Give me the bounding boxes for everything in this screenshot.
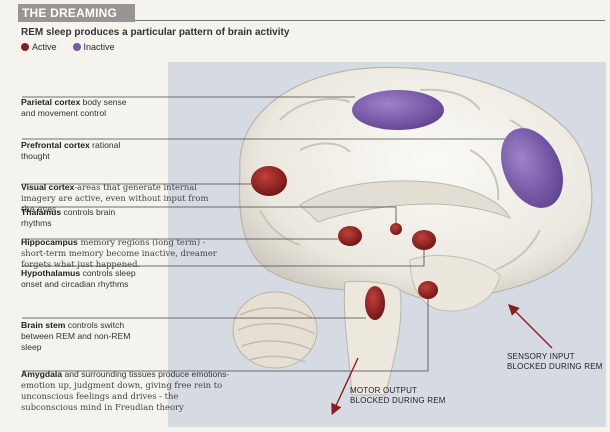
title-bar: THE DREAMING BRAIN: [18, 4, 135, 38]
motor-output-callout: MOTOR OUTPUT BLOCKED DURING REM: [350, 386, 446, 405]
prefrontal-cortex-region: [501, 128, 563, 208]
active-legend-swatch: [21, 43, 29, 51]
page-title: THE DREAMING BRAIN: [18, 6, 118, 38]
sensory-input-arrow: [508, 304, 553, 349]
active-legend-label: Active: [32, 42, 57, 52]
brainstem-desc: controls switch between REM and non-REM …: [21, 320, 131, 352]
visual-desc: -areas that generate internal imagery ar…: [21, 182, 209, 214]
hypothalamus-desc: controls sleep onset and circadian rhyth…: [21, 268, 136, 289]
legend: Active Inactive: [21, 42, 115, 52]
thalamus-desc: controls brain rhythms: [21, 207, 116, 228]
cerebellum-folia: [237, 307, 316, 363]
hippocampus-name: Hippocampus: [21, 237, 78, 247]
visual-name: Visual cortex: [21, 182, 75, 192]
visual-cortex-region: [251, 166, 287, 196]
parietal-cortex-region: [352, 90, 444, 130]
inactive-legend-label: Inactive: [83, 42, 115, 52]
label-parietal-cortex: Parietal cortex body sense and movement …: [21, 97, 141, 119]
motor-output-arrow: [331, 357, 359, 416]
sensory-input-callout: SENSORY INPUT BLOCKED DURING REM: [507, 352, 603, 371]
brainstem-name: Brain stem: [21, 320, 66, 330]
amygdala-desc: and surrounding tissues produce emotions: [62, 369, 227, 379]
leader-lines: [22, 96, 505, 372]
parietal-desc: body sense and movement control: [21, 97, 127, 118]
parietal-name: Parietal cortex: [21, 97, 81, 107]
hypothalamus-name: Hypothalamus: [21, 268, 81, 278]
amygdala-name: Amygdala: [21, 369, 63, 379]
subtitle: REM sleep produces a particular pattern …: [21, 27, 290, 38]
label-thalamus: Thalamus controls brain rhythms: [21, 207, 131, 229]
hippocampus-region: [338, 226, 362, 246]
thalamus-name: Thalamus: [21, 207, 62, 217]
title-rule: [135, 20, 605, 21]
brain-stem: [343, 280, 402, 396]
label-brain-stem: Brain stem controls switch between REM a…: [21, 320, 136, 353]
hypothalamus-region: [412, 230, 436, 250]
label-visual-cortex: Visual cortex-areas that generate intern…: [21, 182, 221, 215]
prefrontal-name: Prefrontal cortex: [21, 140, 90, 150]
prefrontal-desc: rational thought: [21, 140, 121, 161]
hippocampus-desc: memory regions (long term) - short-term …: [21, 237, 217, 269]
label-hypothalamus: Hypothalamus controls sleep onset and ci…: [21, 268, 151, 290]
brain-stem-region: [365, 286, 385, 320]
inactive-legend-swatch: [72, 43, 81, 51]
label-prefrontal-cortex: Prefrontal cortex rational thought: [21, 140, 133, 162]
label-hippocampus: Hippocampus memory regions (long term) -…: [21, 237, 226, 270]
amygdala-region: [418, 281, 438, 299]
label-amygdala: Amygdala and surrounding tissues produce…: [21, 369, 231, 413]
thalamus-region: [390, 223, 402, 235]
amygdala-annotation: -emotion up, judgment down, giving free …: [21, 369, 230, 412]
